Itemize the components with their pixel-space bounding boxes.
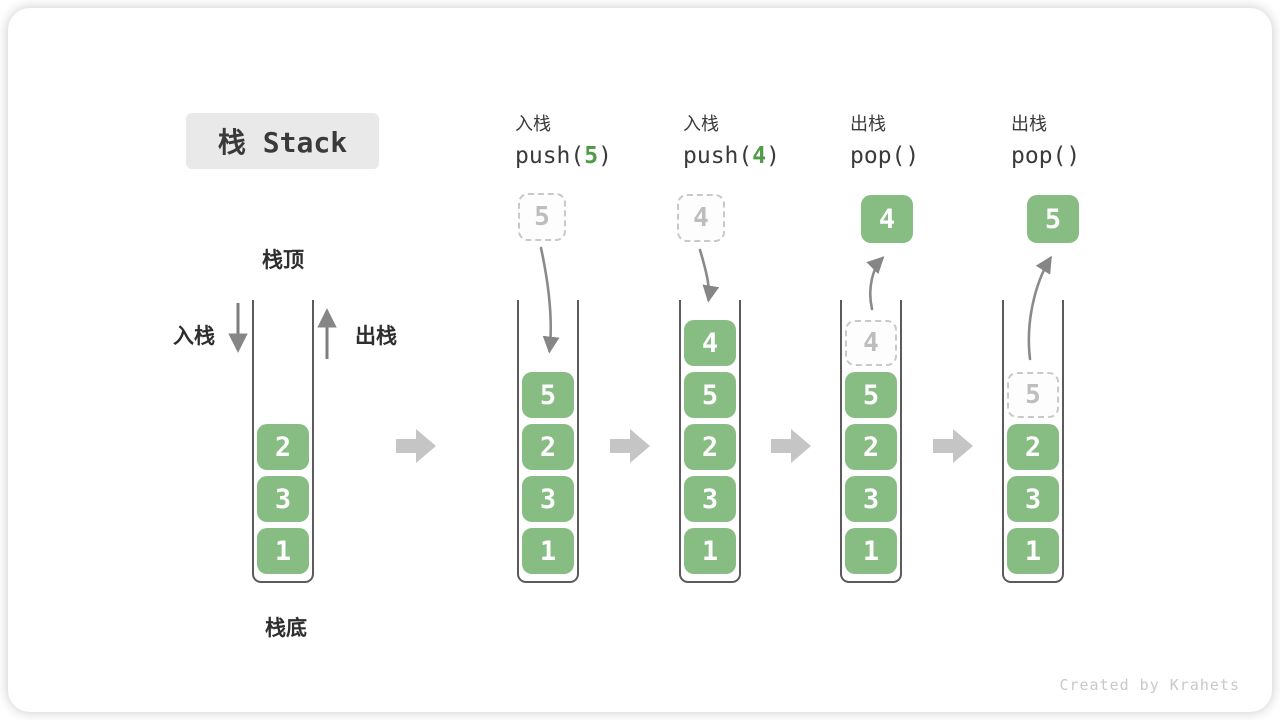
stack-item: 2 bbox=[522, 424, 574, 470]
stage3-op-code: push(4) bbox=[683, 143, 780, 169]
stack-item: 1 bbox=[522, 528, 574, 574]
stack-item: 1 bbox=[845, 528, 897, 574]
stage4-op-label: 出栈 bbox=[850, 114, 886, 135]
next-step-chevron-icon bbox=[771, 429, 811, 463]
popped-value-box: 4 bbox=[861, 195, 913, 243]
stack-item: 5 bbox=[522, 372, 574, 418]
stage5-op-code: pop() bbox=[1011, 143, 1081, 169]
stack-item: 5 bbox=[684, 372, 736, 418]
removed-slot-box: 4 bbox=[845, 320, 897, 366]
popped-value-box: 5 bbox=[1027, 195, 1079, 243]
next-step-chevron-icon bbox=[933, 429, 973, 463]
code-pre: push( bbox=[515, 143, 585, 169]
stack-item: 3 bbox=[684, 476, 736, 522]
push-side-label: 入栈 bbox=[173, 324, 215, 348]
stack-item: 2 bbox=[845, 424, 897, 470]
incoming-value-box: 4 bbox=[677, 194, 725, 242]
stack-item: 4 bbox=[684, 320, 736, 366]
stack-item: 3 bbox=[1007, 476, 1059, 522]
stack-item: 5 bbox=[845, 372, 897, 418]
incoming-value-box: 5 bbox=[518, 193, 566, 241]
next-step-chevron-icon bbox=[610, 429, 650, 463]
stage4-op-code: pop() bbox=[850, 143, 920, 169]
stack-item: 1 bbox=[257, 528, 309, 574]
stack-item: 2 bbox=[684, 424, 736, 470]
stage3-op-label: 入栈 bbox=[683, 114, 719, 135]
stack-item: 2 bbox=[257, 424, 309, 470]
removed-slot-box: 5 bbox=[1007, 372, 1059, 418]
watermark: Created by Krahets bbox=[1059, 676, 1240, 694]
code-arg: 5 bbox=[584, 143, 599, 169]
push-arrow-icon bbox=[698, 248, 720, 303]
stack-item: 1 bbox=[1007, 528, 1059, 574]
code-post: ) bbox=[766, 143, 780, 169]
pop-side-label: 出栈 bbox=[355, 324, 397, 348]
code-post: ) bbox=[598, 143, 612, 169]
stack-item: 3 bbox=[522, 476, 574, 522]
diagram-title: 栈 Stack bbox=[186, 113, 379, 169]
next-step-chevron-icon bbox=[396, 429, 436, 463]
code-pre: push( bbox=[683, 143, 753, 169]
stack-item: 3 bbox=[845, 476, 897, 522]
code-arg: 4 bbox=[752, 143, 767, 169]
stack-bottom-label: 栈底 bbox=[265, 616, 307, 640]
stage2-op-label: 入栈 bbox=[515, 114, 551, 135]
stack-item: 1 bbox=[684, 528, 736, 574]
stage5-op-label: 出栈 bbox=[1011, 114, 1047, 135]
stack-item: 2 bbox=[1007, 424, 1059, 470]
stack-item: 3 bbox=[257, 476, 309, 522]
stage2-op-code: push(5) bbox=[515, 143, 612, 169]
stack-top-label: 栈顶 bbox=[262, 248, 304, 272]
